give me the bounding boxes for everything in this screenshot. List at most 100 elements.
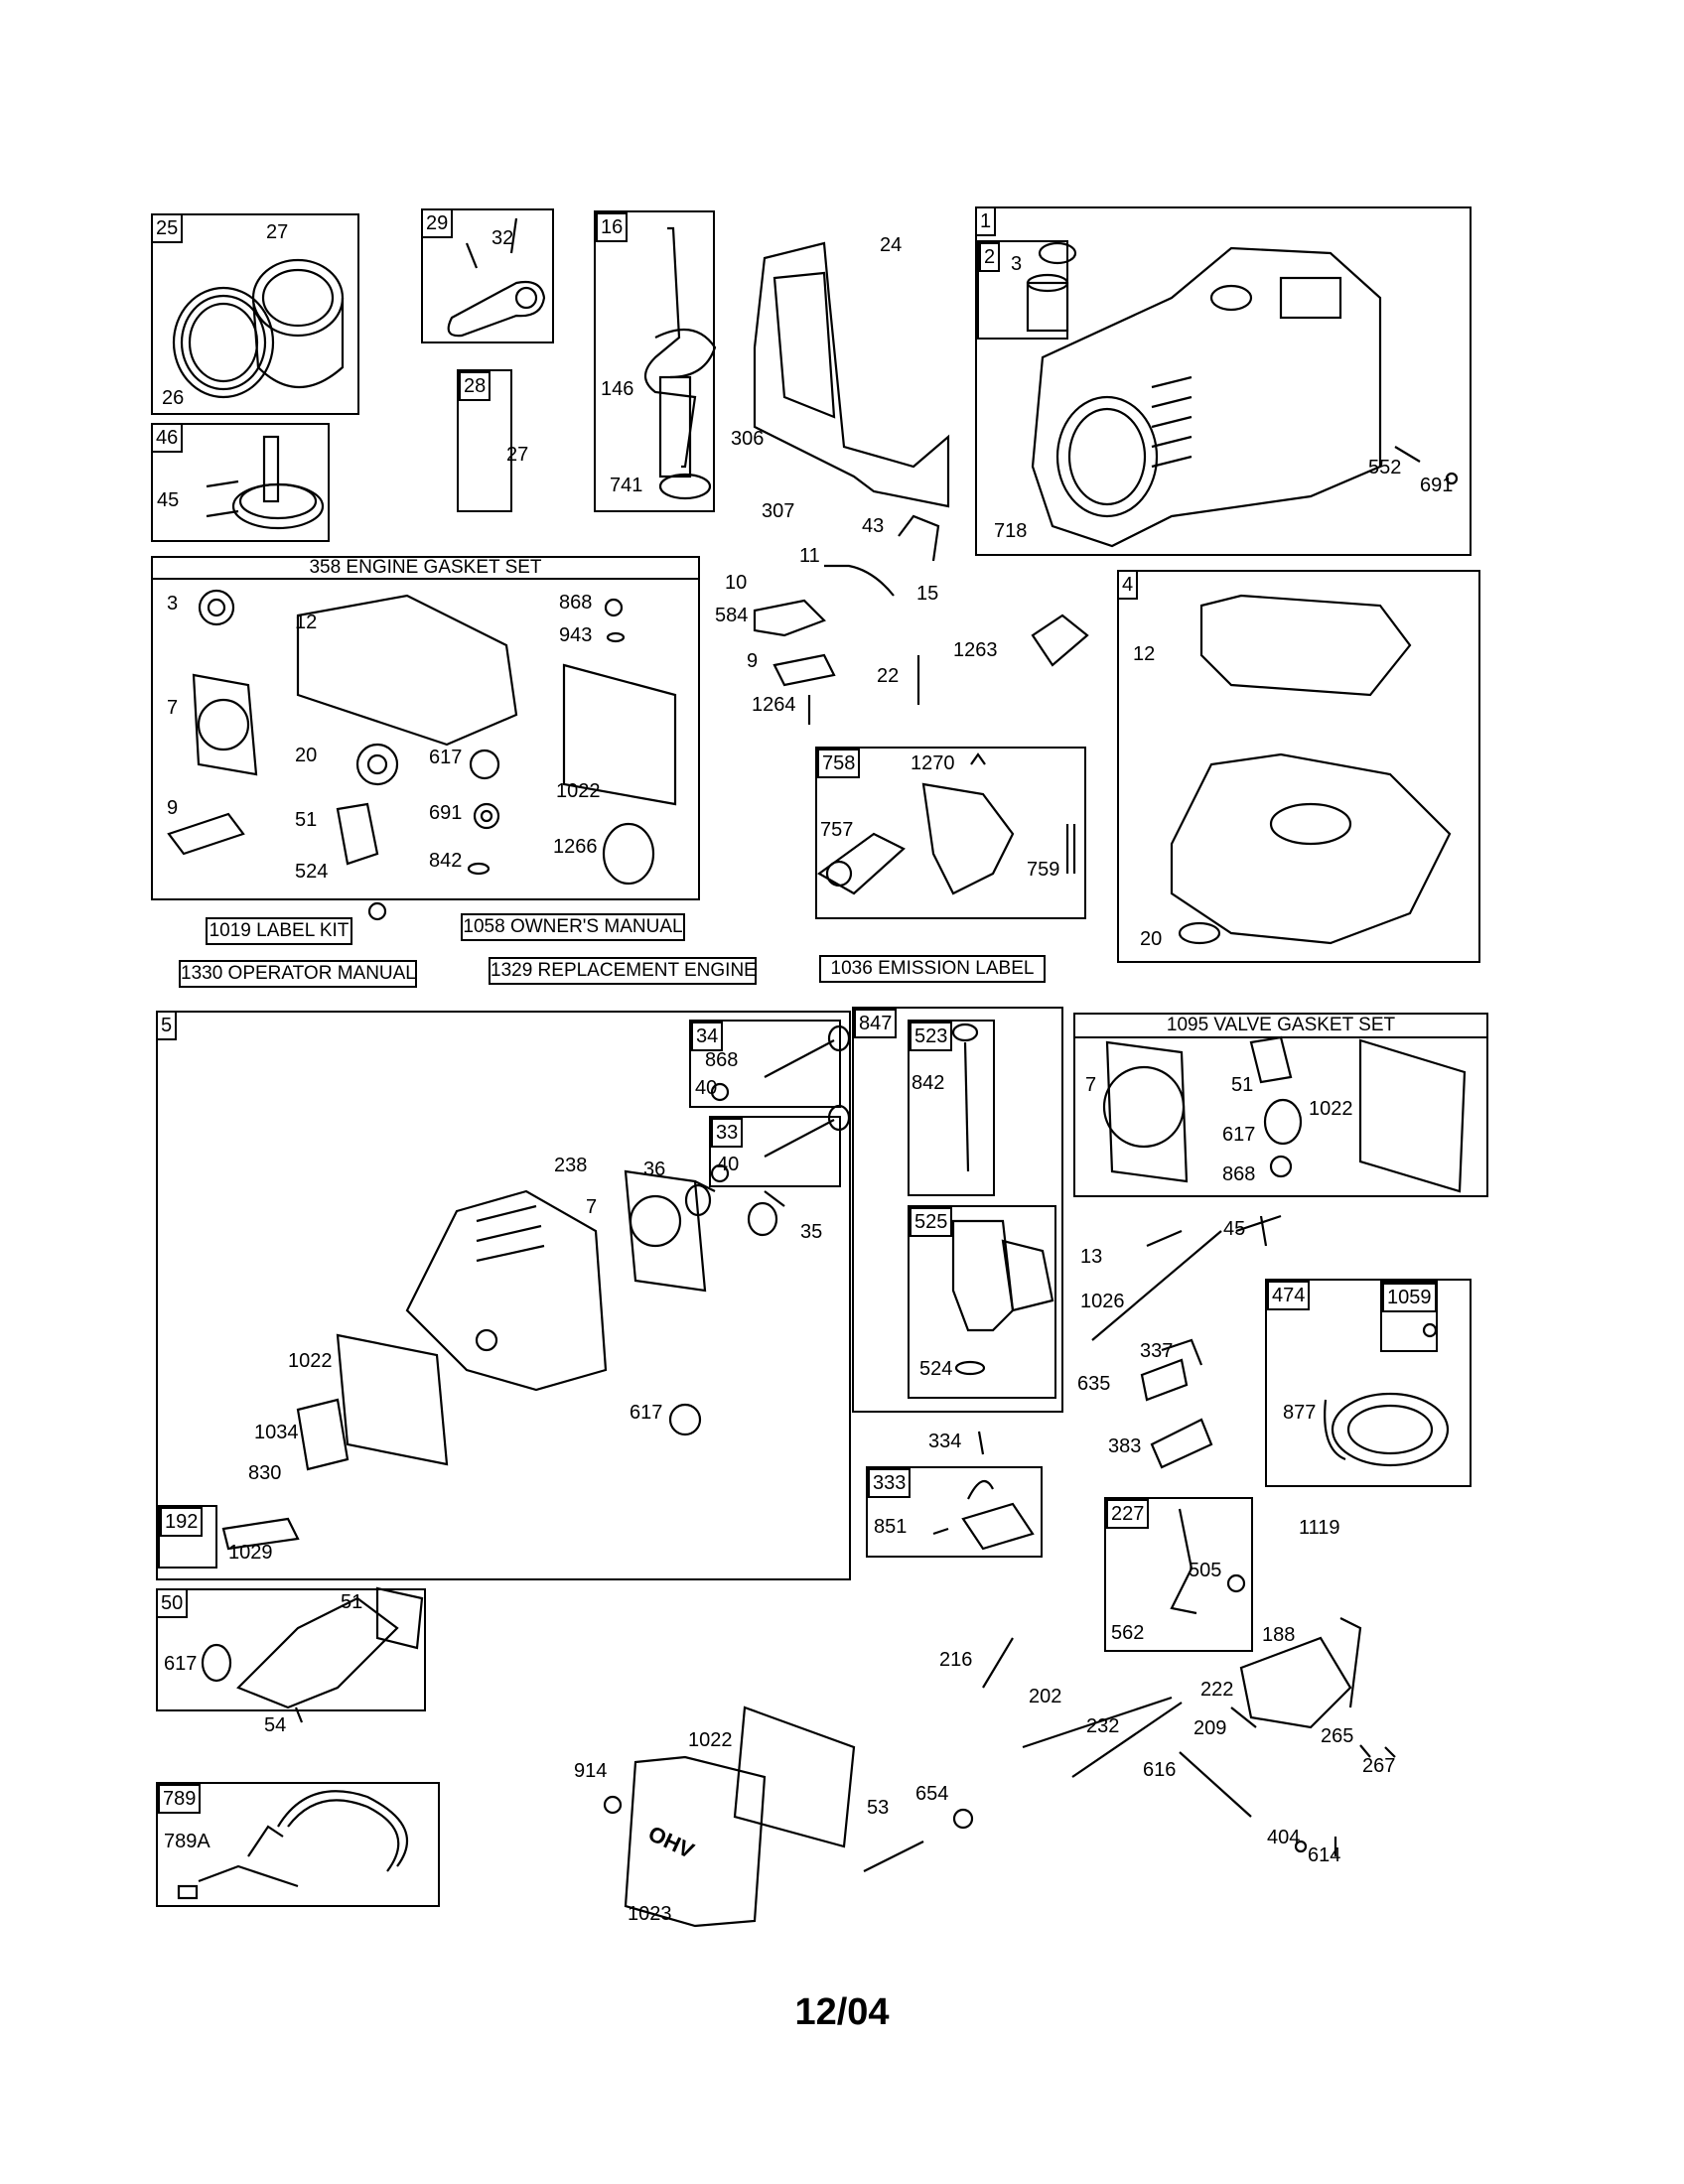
label-kit: 1019 LABEL KIT — [206, 917, 352, 945]
callout: 562 — [1111, 1622, 1145, 1644]
box-dipstick-tube — [852, 1007, 1063, 1413]
box-intake-manifold — [156, 1588, 426, 1711]
callout: 27 — [266, 221, 289, 243]
callout: 26 — [162, 387, 185, 409]
tag-227: 227 — [1106, 1499, 1150, 1529]
callout: 40 — [717, 1154, 740, 1175]
callout: 718 — [994, 520, 1028, 542]
box-ignition — [866, 1466, 1043, 1558]
callout: 12 — [1133, 643, 1156, 665]
callout: 3 — [1011, 253, 1023, 275]
tag-1: 1 — [975, 206, 997, 236]
callout: 1022 — [1309, 1098, 1353, 1120]
box-control-bracket — [1104, 1497, 1253, 1652]
callout: 51 — [1231, 1074, 1254, 1096]
tag-525: 525 — [910, 1207, 953, 1237]
callout: 53 — [867, 1797, 890, 1819]
callout: 222 — [1200, 1679, 1234, 1701]
callout: 842 — [912, 1072, 945, 1094]
tag-16: 16 — [596, 212, 629, 242]
callout: 635 — [1077, 1373, 1111, 1395]
replacement-engine: 1329 REPLACEMENT ENGINE — [489, 957, 757, 985]
box-piston-pin — [457, 369, 512, 512]
callout: 334 — [928, 1431, 962, 1452]
valve-cover-drawing — [603, 1706, 974, 1928]
callout: 45 — [157, 489, 180, 511]
callout: 45 — [1223, 1218, 1246, 1240]
callout: 51 — [341, 1591, 363, 1613]
box-engine-gasket-set — [151, 556, 700, 900]
tag-847: 847 — [854, 1009, 898, 1038]
callout: 202 — [1029, 1686, 1062, 1707]
tag-46: 46 — [151, 423, 184, 453]
callout: 24 — [880, 234, 903, 256]
box-valve-gasket-set — [1073, 1013, 1488, 1197]
callout: 943 — [559, 624, 593, 646]
tag-1059: 1059 — [1382, 1283, 1437, 1312]
callout: 27 — [506, 444, 529, 466]
box-cam-gear — [151, 423, 330, 542]
callout: 616 — [1143, 1759, 1177, 1781]
callout: 1034 — [254, 1422, 299, 1443]
callout: 1029 — [228, 1542, 273, 1564]
callout: 914 — [574, 1760, 608, 1782]
cylinder-block-drawing — [1031, 246, 1459, 548]
callout: 337 — [1140, 1340, 1174, 1362]
callout: 54 — [264, 1714, 287, 1736]
engine-gasket-title-rule — [151, 556, 700, 580]
callout: 13 — [1080, 1246, 1103, 1268]
tag-25: 25 — [151, 213, 184, 243]
callout: 1264 — [752, 694, 796, 716]
page-footer-code: 12/04 — [794, 1991, 890, 2033]
callout: 1266 — [553, 836, 598, 858]
callout: 505 — [1189, 1560, 1222, 1581]
box-oil-sump — [1117, 570, 1480, 963]
box-armature — [1265, 1279, 1472, 1487]
box-bushing — [977, 240, 1068, 340]
callout: 584 — [715, 605, 749, 626]
callout: 691 — [429, 802, 463, 824]
valve-gasket-set-drawing — [1102, 1035, 1467, 1193]
callout: 15 — [916, 583, 939, 605]
callout: 22 — [877, 665, 900, 687]
callout: 383 — [1108, 1435, 1142, 1457]
tag-523: 523 — [910, 1022, 953, 1051]
box-intake-valve — [709, 1116, 841, 1187]
intake-manifold-drawing — [201, 1586, 424, 1723]
box-oil-fill-tube — [908, 1205, 1056, 1399]
callout: 265 — [1321, 1725, 1354, 1747]
callout: 524 — [919, 1358, 953, 1380]
tag-474: 474 — [1267, 1281, 1311, 1310]
callout: 741 — [610, 475, 643, 496]
callout: 868 — [705, 1049, 739, 1071]
emission-label: 1036 EMISSION LABEL — [819, 955, 1046, 983]
valve-gasket-title-rule — [1073, 1013, 1488, 1038]
misc-rods-drawing — [977, 1214, 1282, 1469]
callout: 9 — [167, 797, 179, 819]
tag-4: 4 — [1117, 570, 1139, 600]
callout: 209 — [1193, 1717, 1227, 1739]
callout: 1022 — [688, 1729, 733, 1751]
callout: 1270 — [911, 752, 955, 774]
tag-2: 2 — [979, 242, 1001, 272]
box-crankshaft — [594, 210, 715, 512]
callout: 12 — [295, 612, 318, 633]
piston-drawing — [172, 258, 345, 399]
callout: 524 — [295, 861, 329, 883]
callout: 1022 — [288, 1350, 333, 1372]
callout: 238 — [554, 1155, 588, 1176]
callout: 552 — [1368, 457, 1402, 478]
wiring-harness-drawing — [177, 1790, 409, 1900]
callout: 614 — [1308, 1844, 1341, 1866]
cylinder-head-drawing — [221, 1169, 785, 1551]
callout: 617 — [630, 1402, 663, 1424]
callout: 9 — [747, 650, 759, 672]
box-piston — [151, 213, 359, 415]
tag-28: 28 — [459, 371, 491, 401]
breather-tube-drawing — [753, 514, 1089, 725]
callout: 216 — [939, 1649, 973, 1671]
callout: 40 — [695, 1077, 718, 1099]
throttle-links-drawing — [982, 1637, 1337, 1856]
callout: 146 — [601, 378, 634, 400]
